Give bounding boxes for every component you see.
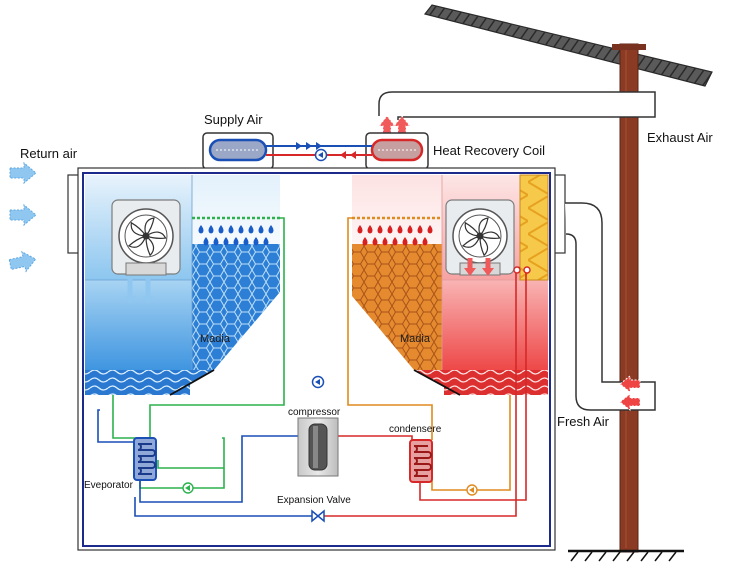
evaporator-coil [133,437,157,481]
pump-icon [182,482,194,494]
pump-icon [314,148,328,162]
cold-supply-arrows [124,278,154,304]
compressor-label: compressor [288,407,341,418]
air-arrow-icon [7,248,39,275]
heat-recovery-coil-label: Heat Recovery Coil [433,143,545,158]
chimney-pole [612,43,646,553]
condensere-label: condensere [389,424,442,435]
evaporator-label: Eveporator [84,480,133,491]
fan-icon [111,199,181,276]
heat-recovery-coil-box [365,132,429,170]
expansion-valve-label: Expansion Valve [277,495,351,506]
coil-link-pipes [266,142,372,162]
supply-air-label: Supply Air [204,112,263,127]
supply-air-coil-box [202,132,274,170]
return-air-arrows [7,162,39,275]
media-right-label: Madia [400,333,430,345]
fresh-air-duct [565,202,656,411]
return-air-label: Return air [20,146,78,161]
air-arrow-icon [9,162,37,184]
hot-exhaust-arrows [464,258,494,276]
fan-icon [445,199,515,276]
media-left-label: Madia [200,333,230,345]
condenser-coil [409,439,433,483]
hot-chamber [352,174,549,370]
ground [568,549,684,562]
exhaust-duct [378,91,656,120]
pump-icon [311,375,325,389]
valve-icon [311,509,325,523]
air-arrow-icon [9,204,37,226]
exhaust-air-label: Exhaust Air [647,130,713,145]
refrigerant-blue-lines [97,409,312,517]
compressor-unit [297,417,339,477]
water-basins [85,369,548,396]
fresh-air-label: Fresh Air [557,414,610,429]
roof [423,4,713,87]
pump-icon [466,484,478,496]
